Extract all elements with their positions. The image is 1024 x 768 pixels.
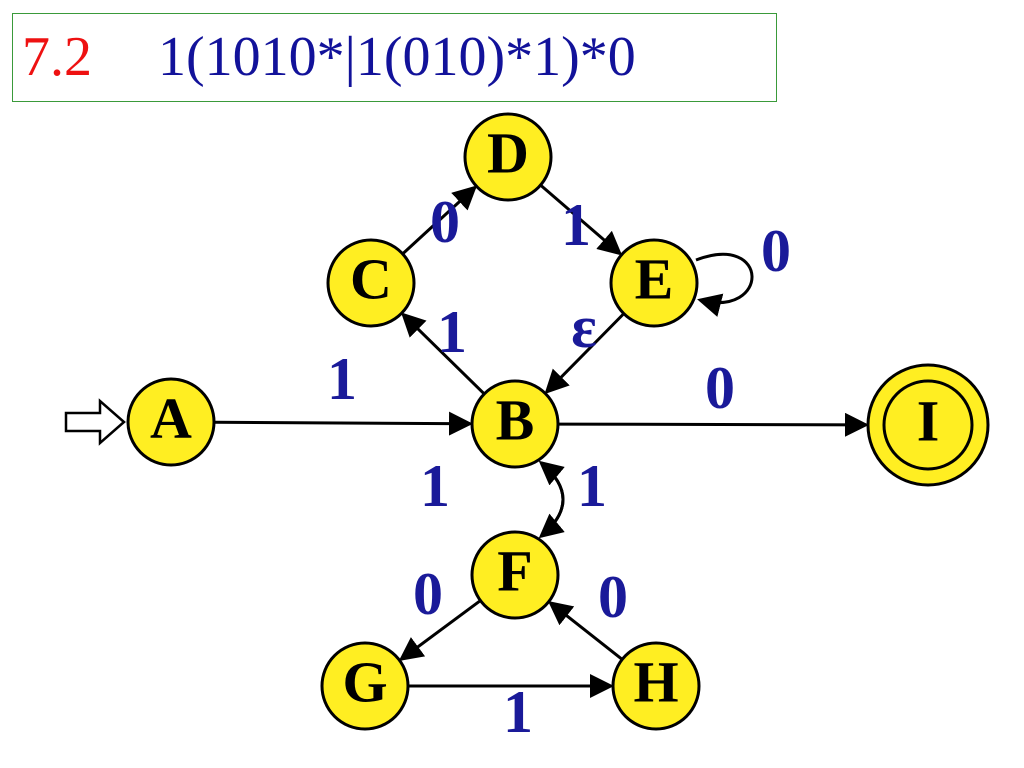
exercise-number: 7.2: [22, 26, 92, 88]
transition-f-b-label: 1: [577, 453, 607, 519]
state-e-label: E: [635, 246, 674, 311]
transition-a-b-arrow: [213, 411, 474, 436]
state-d: D: [463, 112, 553, 202]
transition-b-f-label: 1: [420, 453, 450, 519]
state-i: I: [866, 363, 990, 487]
transition-b-c-arrow: [401, 312, 486, 395]
transition-h-f-arrow: [548, 600, 624, 661]
transition-h-f-label: 0: [598, 564, 628, 630]
state-g-label: G: [342, 649, 387, 714]
state-h-label: H: [633, 649, 678, 714]
state-i-label: I: [917, 388, 940, 453]
transition-e-b-arrow: [544, 312, 625, 395]
state-d-label: D: [487, 120, 529, 185]
transition-b-i-arrow: [557, 412, 870, 437]
transition-b-i-label: 0: [705, 355, 735, 421]
state-a: A: [126, 377, 216, 467]
state-f: F: [470, 530, 560, 620]
state-c: C: [326, 238, 416, 328]
transition-d-e-arrow: [539, 183, 623, 256]
transition-c-d-label: 0: [430, 189, 460, 255]
state-b-label: B: [496, 387, 535, 452]
state-g: G: [320, 641, 410, 731]
transition-g-h-label: 1: [503, 679, 533, 745]
transition-c-d-arrow: [401, 185, 478, 255]
state-b: B: [470, 379, 560, 469]
start-arrow-icon: [64, 398, 126, 446]
state-h: H: [611, 641, 701, 731]
transition-b-c-label: 1: [437, 299, 467, 365]
transition-e-e-label: 0: [761, 218, 791, 284]
transition-d-e-label: 1: [561, 192, 591, 258]
title-box: [12, 13, 777, 102]
transition-a-b-label: 1: [327, 346, 357, 412]
regular-expression: 1(1010*|1(010)*1)*0: [158, 26, 636, 88]
state-f-label: F: [497, 538, 532, 603]
transition-f-b-arrow: [538, 460, 565, 538]
transition-e-e-arrow: [695, 252, 754, 317]
transition-f-g-label: 0: [413, 561, 443, 627]
state-e: E: [609, 238, 699, 328]
state-c-label: C: [350, 246, 392, 311]
transition-f-g-arrow: [398, 599, 482, 662]
state-a-label: A: [150, 385, 192, 450]
transition-e-b-label: ε: [571, 294, 597, 360]
